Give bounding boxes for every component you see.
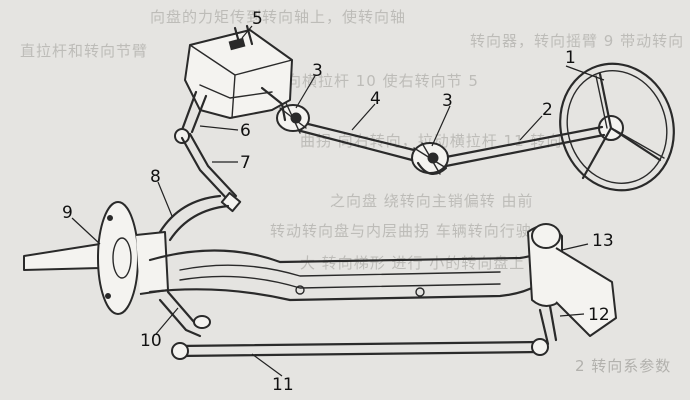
left-wheel-hub <box>23 201 169 315</box>
background-text-line: 转动转向盘与内层曲拐 车辆转向行驶 <box>270 222 532 240</box>
steering-shaft <box>444 125 606 168</box>
steering-wheel <box>559 62 675 192</box>
label-3-right: 3 <box>442 91 453 111</box>
label-1: 1 <box>565 48 576 68</box>
steering-gear-box <box>184 24 293 122</box>
page-corner-text: 2 转向系参数 <box>575 357 672 375</box>
label-13: 13 <box>592 231 614 251</box>
label-3-left: 3 <box>312 61 323 81</box>
background-text-line: 转向横拉杆 10 使右转向节 5 <box>270 72 479 90</box>
label-7: 7 <box>240 153 251 173</box>
pitman-arm <box>174 90 208 144</box>
background-text-line: 直拉杆和转向节臂 <box>20 42 149 60</box>
background-text-line: 转向器，转向摇臂 9 带动转向 <box>470 32 685 50</box>
label-8: 8 <box>150 167 161 187</box>
steering-knuckle-arm <box>158 194 230 242</box>
right-steering-knuckle <box>527 223 617 346</box>
label-9: 9 <box>62 203 73 223</box>
label-2: 2 <box>542 100 553 120</box>
background-text-line: 之向盘 绕转向主销偏转 由前 <box>330 192 534 210</box>
universal-joint-right <box>411 142 449 175</box>
label-6: 6 <box>240 121 251 141</box>
label-12: 12 <box>588 305 610 325</box>
tie-rod <box>171 338 549 360</box>
label-10: 10 <box>140 331 162 351</box>
label-5: 5 <box>252 9 263 29</box>
front-axle-beam <box>148 238 558 302</box>
label-4: 4 <box>370 89 381 109</box>
universal-joint-left <box>276 102 310 134</box>
leader-lines <box>71 25 605 377</box>
left-knuckle-arm <box>158 290 211 338</box>
background-text-line: 向盘的力矩传到转向轴上，使转向轴 <box>150 8 407 26</box>
drag-link <box>180 132 242 213</box>
background-text-line: 曲拐 向右转向，拉动横拉杆 11 转向 <box>300 132 563 150</box>
intermediate-shaft <box>295 120 416 162</box>
label-11: 11 <box>272 375 294 395</box>
